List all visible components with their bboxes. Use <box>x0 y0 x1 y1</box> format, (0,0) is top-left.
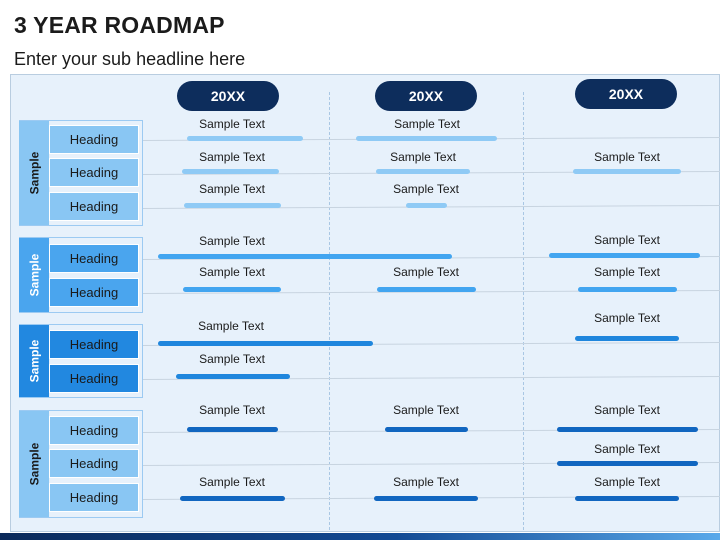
heading-box: Heading <box>49 449 139 478</box>
cell-text: Sample Text <box>198 319 264 333</box>
year-pill-3: 20XX <box>575 79 677 109</box>
timeline-bar <box>406 203 447 208</box>
cell-text: Sample Text <box>199 182 265 196</box>
timeline-bar <box>377 287 476 292</box>
cell-text: Sample Text <box>393 265 459 279</box>
timeline-bar <box>356 136 497 141</box>
heading-box: Heading <box>49 330 139 359</box>
cell-text: Sample Text <box>594 265 660 279</box>
column-divider <box>523 92 524 530</box>
heading-box: Heading <box>49 278 139 307</box>
heading-box: Heading <box>49 192 139 221</box>
cell-text: Sample Text <box>199 352 265 366</box>
timeline-bar <box>557 427 698 432</box>
cell-text: Sample Text <box>199 117 265 131</box>
cell-text: Sample Text <box>594 442 660 456</box>
year-pill-1: 20XX <box>177 81 279 111</box>
timeline-bar <box>573 169 681 174</box>
column-divider <box>329 92 330 530</box>
cell-text: Sample Text <box>199 475 265 489</box>
page-subtitle: Enter your sub headline here <box>14 49 246 69</box>
heading-box: Heading <box>49 364 139 393</box>
cell-text: Sample Text <box>594 150 660 164</box>
cell-text: Sample Text <box>594 475 660 489</box>
timeline-bar <box>187 427 278 432</box>
page-title: 3 YEAR ROADMAP <box>14 12 225 38</box>
heading-box: Heading <box>49 416 139 445</box>
heading-box: Heading <box>49 125 139 154</box>
timeline-bar <box>158 341 373 346</box>
footer-accent-bar <box>0 533 720 540</box>
cell-text: Sample Text <box>594 233 660 247</box>
cell-text: Sample Text <box>594 403 660 417</box>
timeline-bar <box>575 496 679 501</box>
cell-text: Sample Text <box>393 403 459 417</box>
group-label-2: Sample <box>19 238 49 312</box>
timeline-bar <box>176 374 290 379</box>
group-label-1: Sample <box>19 121 49 225</box>
year-pill-2: 20XX <box>375 81 477 111</box>
group-label-3: Sample <box>19 325 49 397</box>
timeline-bar <box>376 169 470 174</box>
cell-text: Sample Text <box>199 234 265 248</box>
timeline-bar <box>374 496 478 501</box>
cell-text: Sample Text <box>394 117 460 131</box>
cell-text: Sample Text <box>199 403 265 417</box>
timeline-bar <box>158 254 452 259</box>
timeline-bar <box>180 496 285 501</box>
timeline-bar <box>184 203 281 208</box>
heading-box: Heading <box>49 158 139 187</box>
group-label-4: Sample <box>19 411 49 517</box>
heading-box: Heading <box>49 483 139 512</box>
cell-text: Sample Text <box>199 265 265 279</box>
timeline-bar <box>183 287 281 292</box>
cell-text: Sample Text <box>393 182 459 196</box>
timeline-bar <box>557 461 698 466</box>
timeline-bar <box>385 427 468 432</box>
cell-text: Sample Text <box>594 311 660 325</box>
heading-box: Heading <box>49 244 139 273</box>
timeline-bar <box>549 253 700 258</box>
cell-text: Sample Text <box>393 475 459 489</box>
cell-text: Sample Text <box>199 150 265 164</box>
timeline-bar <box>187 136 303 141</box>
timeline-bar <box>578 287 677 292</box>
cell-text: Sample Text <box>390 150 456 164</box>
timeline-bar <box>575 336 679 341</box>
timeline-bar <box>182 169 279 174</box>
